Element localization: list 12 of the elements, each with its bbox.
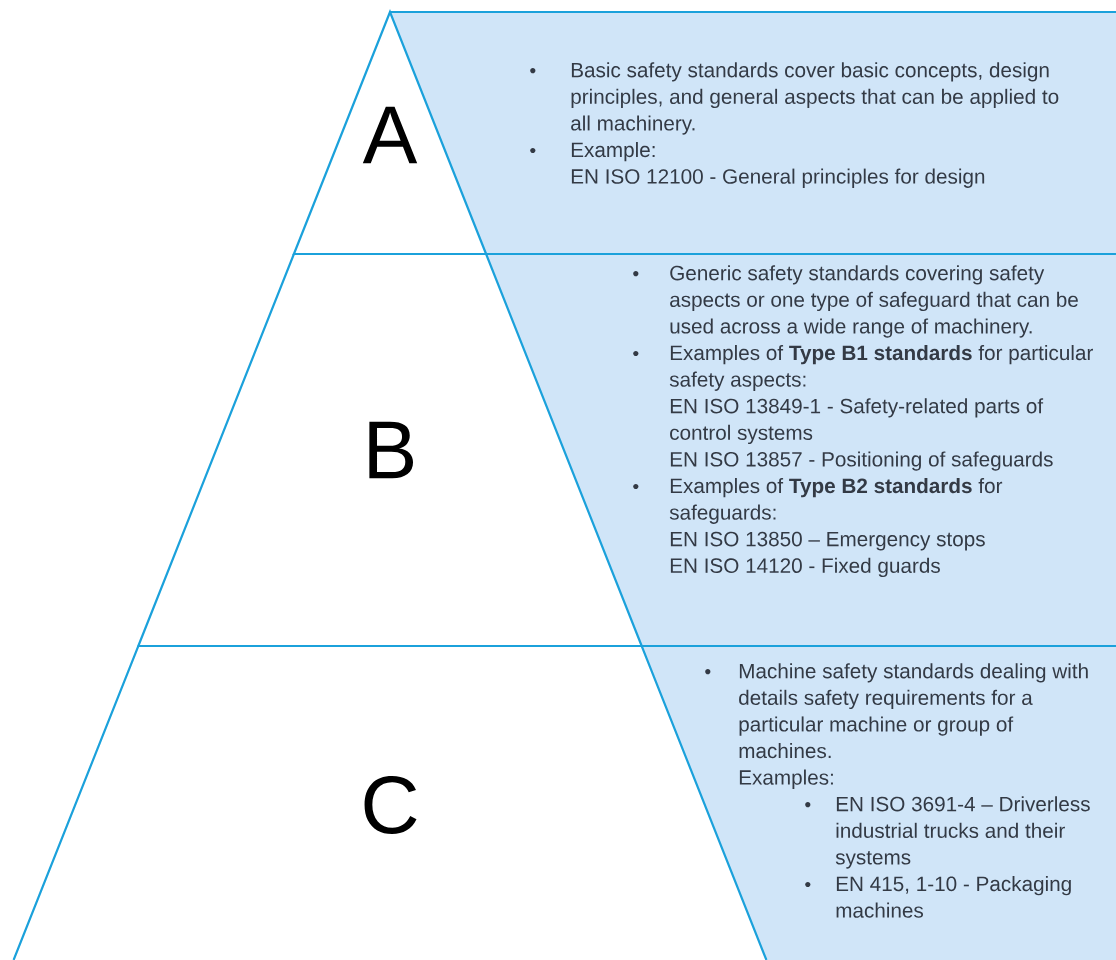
list-text: EN ISO 13857 - Positioning of safeguards (670, 451, 1053, 471)
description-panel (641, 644, 1116, 960)
bullet-item: Basic safety standards cover basic concepts, design principles, and general aspects that can be applied to all machinery. (530, 62, 1059, 135)
list-text: EN ISO 14120 - Fixed guards (670, 557, 940, 578)
bullet-item: EN ISO 3691-4 – Driverless industrial trucks and their systems (805, 796, 1090, 869)
description-panel (486, 252, 1116, 646)
list-text: EN ISO 12100 - General principles for design (571, 168, 985, 188)
list-text: EN ISO 13850 – Emergency stops (670, 531, 985, 551)
bullet-item: EN 415, 1-10 - Packaging machines (805, 876, 1071, 918)
list-text: EN ISO 13849-1 - Safety-related parts of control systems (670, 398, 1044, 445)
pyramid-tier: B (137, 252, 643, 647)
bullet-item: Example: (530, 142, 655, 162)
